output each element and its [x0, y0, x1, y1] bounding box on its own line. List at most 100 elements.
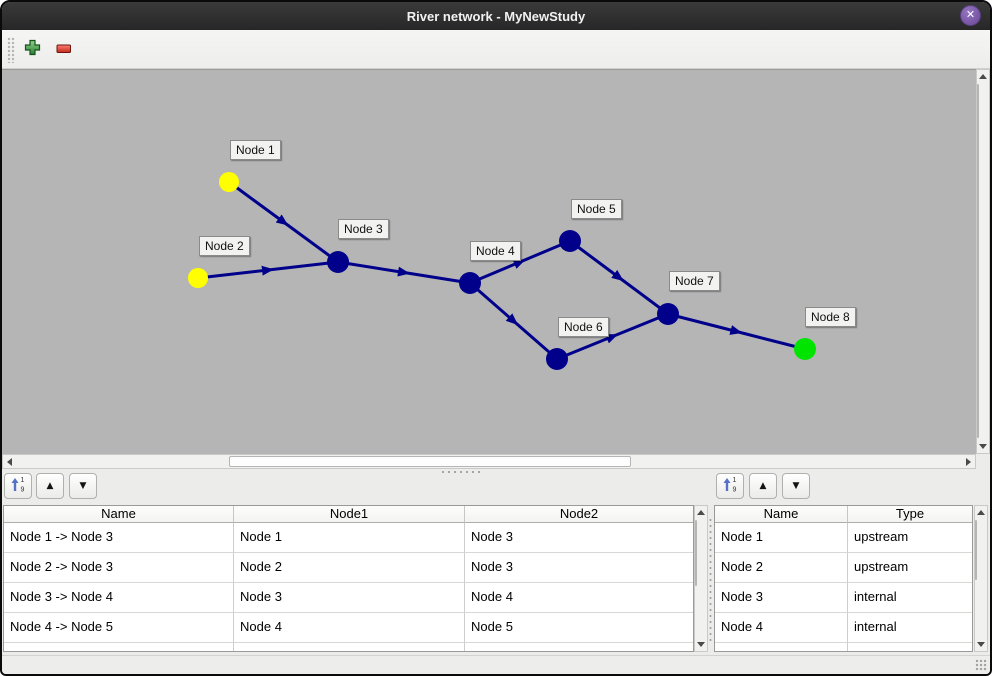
column-header[interactable]: Name	[4, 506, 234, 523]
river-node[interactable]	[657, 303, 679, 325]
table-cell[interactable]: Node 4	[715, 613, 848, 643]
plus-icon	[24, 39, 41, 61]
river-link[interactable]	[469, 281, 558, 361]
scroll-left-arrow[interactable]	[3, 455, 16, 468]
river-node[interactable]	[188, 268, 208, 288]
table-cell[interactable]: Node 2	[715, 553, 848, 583]
river-link[interactable]	[228, 180, 339, 264]
svg-text:9: 9	[21, 486, 25, 493]
nodes-sort-button[interactable]: 1 9	[716, 473, 744, 499]
horizontal-scroll-thumb[interactable]	[229, 456, 631, 467]
table-cell[interactable]: upstream	[848, 523, 972, 553]
nodes-move-up-button[interactable]: ▲	[749, 473, 777, 499]
canvas-vertical-scrollbar[interactable]	[976, 69, 990, 454]
table-row-partial	[715, 643, 972, 651]
links-sort-button[interactable]: 1 9	[4, 473, 32, 499]
table-cell[interactable]: internal	[848, 583, 972, 613]
scroll-right-arrow[interactable]	[962, 455, 975, 468]
table-cell[interactable]: Node 4	[234, 613, 465, 643]
node-label[interactable]: Node 3	[338, 219, 389, 239]
table-cell[interactable]: Node 3	[465, 523, 693, 553]
table-cell[interactable]: Node 4	[465, 583, 693, 613]
vertical-scroll-thumb[interactable]	[975, 520, 977, 580]
table-cell[interactable]: Node 1 -> Node 3	[4, 523, 234, 553]
node-label[interactable]: Node 1	[230, 140, 281, 160]
table-cell[interactable]: Node 5	[465, 613, 693, 643]
links-move-down-button[interactable]: ▼	[69, 473, 97, 499]
toolbar-drag-handle[interactable]	[7, 37, 15, 63]
table-cell[interactable]: Node 3	[234, 583, 465, 613]
river-node[interactable]	[559, 230, 581, 252]
scroll-up-arrow[interactable]	[975, 506, 987, 519]
table-cell[interactable]: Node 1	[234, 523, 465, 553]
node-label[interactable]: Node 2	[199, 236, 250, 256]
table-cell[interactable]: Node 3	[465, 553, 693, 583]
scroll-down-arrow[interactable]	[695, 638, 707, 651]
sort-ascending-icon: 1 9	[9, 475, 27, 498]
scroll-up-arrow[interactable]	[695, 506, 707, 519]
column-header[interactable]: Name	[715, 506, 848, 523]
links-table-scrollbar[interactable]	[694, 505, 708, 652]
table-cell	[715, 643, 848, 651]
vertical-scroll-thumb[interactable]	[695, 520, 697, 586]
river-node[interactable]	[459, 272, 481, 294]
canvas-horizontal-scrollbar[interactable]	[2, 454, 976, 469]
svg-text:9: 9	[733, 486, 737, 493]
remove-node-button[interactable]	[52, 38, 76, 62]
svg-text:1: 1	[733, 477, 737, 484]
nodes-table-scrollbar[interactable]	[974, 505, 988, 652]
vertical-scroll-thumb[interactable]	[977, 84, 979, 438]
river-network-graph	[188, 172, 816, 370]
table-cell[interactable]: Node 3 -> Node 4	[4, 583, 234, 613]
river-link[interactable]	[337, 260, 471, 285]
river-link[interactable]	[197, 260, 339, 280]
node-label[interactable]: Node 4	[470, 241, 521, 261]
scroll-down-arrow[interactable]	[977, 440, 989, 453]
nodes-move-down-button[interactable]: ▼	[782, 473, 810, 499]
column-header[interactable]: Node1	[234, 506, 465, 523]
up-triangle-icon: ▲	[759, 481, 767, 491]
tables-splitter-handle[interactable]	[708, 517, 713, 642]
column-header[interactable]: Node2	[465, 506, 693, 523]
table-cell[interactable]: Node 2 -> Node 3	[4, 553, 234, 583]
river-node[interactable]	[546, 348, 568, 370]
node-label[interactable]: Node 7	[669, 271, 720, 291]
table-cell[interactable]: Node 3	[715, 583, 848, 613]
table-cell[interactable]: upstream	[848, 553, 972, 583]
table-cell[interactable]: Node 2	[234, 553, 465, 583]
node-label[interactable]: Node 8	[805, 307, 856, 327]
table-cell[interactable]: Node 1	[715, 523, 848, 553]
river-link[interactable]	[667, 312, 806, 351]
table-cell	[848, 643, 972, 651]
links-move-up-button[interactable]: ▲	[36, 473, 64, 499]
scroll-down-arrow[interactable]	[975, 638, 987, 651]
table-cell[interactable]: Node 4 -> Node 5	[4, 613, 234, 643]
river-link[interactable]	[556, 312, 669, 361]
river-node[interactable]	[219, 172, 239, 192]
river-link[interactable]	[569, 239, 669, 316]
network-canvas[interactable]: Node 1 Node 2 Node 3 Node 4 Node 5 Node 6 Node…	[2, 69, 976, 454]
column-header[interactable]: Type	[848, 506, 972, 523]
node-label[interactable]: Node 6	[558, 317, 609, 337]
scroll-up-arrow[interactable]	[977, 70, 989, 83]
pane-splitter-handle[interactable]	[440, 470, 482, 474]
add-node-button[interactable]	[20, 38, 44, 62]
node-label[interactable]: Node 5	[571, 199, 622, 219]
river-node[interactable]	[327, 251, 349, 273]
table-cell[interactable]: internal	[848, 613, 972, 643]
close-button[interactable]: ✕	[960, 5, 981, 26]
window-resize-grip[interactable]	[975, 659, 987, 671]
river-node[interactable]	[794, 338, 816, 360]
river-link[interactable]	[469, 239, 571, 285]
main-toolbar	[2, 30, 990, 69]
